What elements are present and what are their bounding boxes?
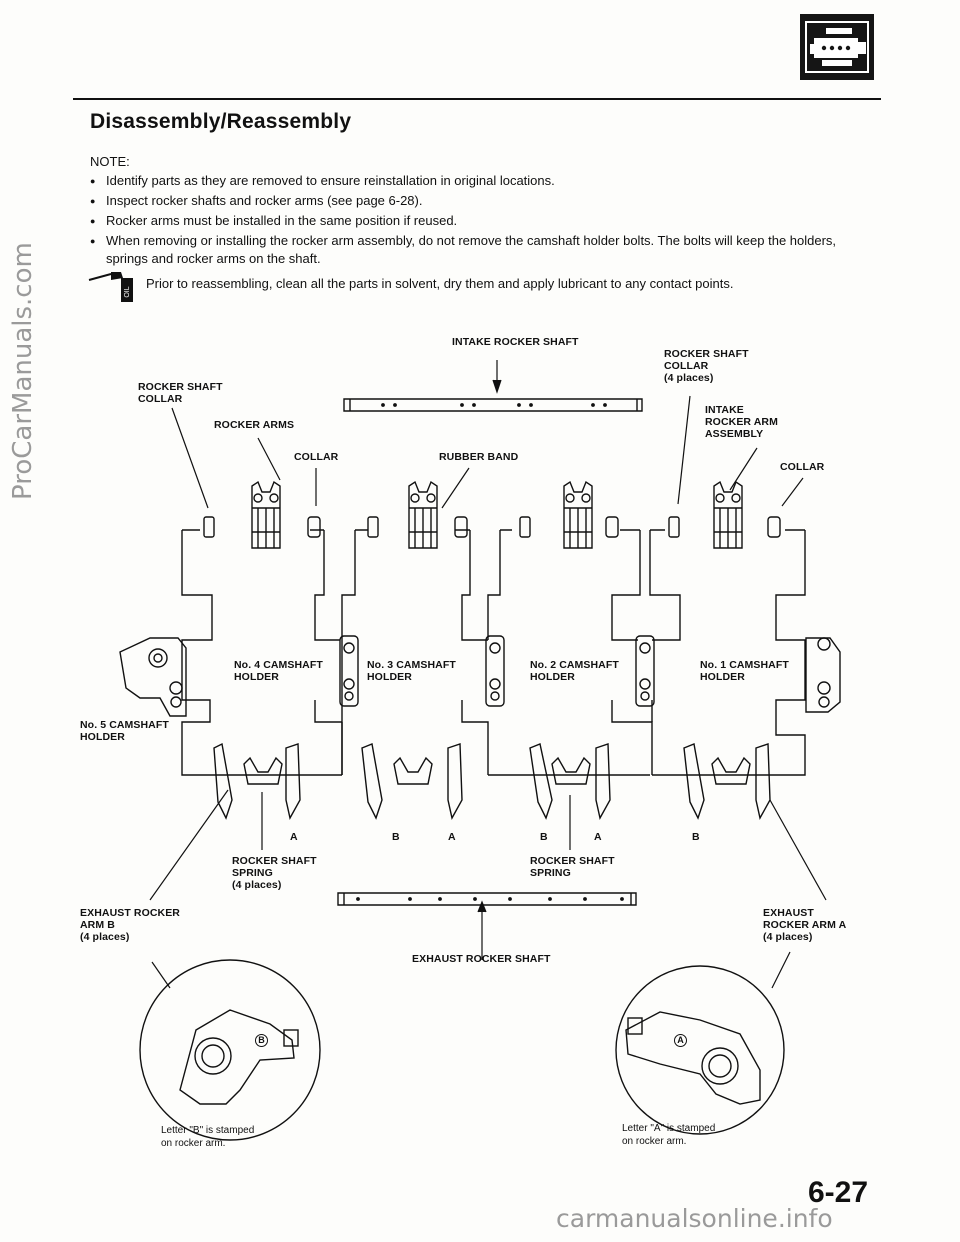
lubricant-oil-can-icon: OIL xyxy=(87,270,135,302)
stamp-mark-a: A xyxy=(674,1034,687,1047)
intake-rocker-shaft xyxy=(343,398,643,412)
label-letter-b: B xyxy=(540,831,548,843)
label-spring-left: ROCKER SHAFT SPRING (4 places) xyxy=(232,855,317,891)
note-heading: NOTE: xyxy=(90,154,130,169)
label-collar-right: COLLAR xyxy=(780,461,825,473)
label-collar-left: COLLAR xyxy=(294,451,339,463)
label-holder-4: No. 4 CAMSHAFT HOLDER xyxy=(234,659,323,683)
label-exhaust-arm-a: EXHAUST ROCKER ARM A (4 places) xyxy=(763,907,847,943)
note-item: Inspect rocker shafts and rocker arms (s… xyxy=(90,192,880,210)
svg-text:OIL: OIL xyxy=(124,286,131,297)
note-item: Rocker arms must be installed in the sam… xyxy=(90,212,880,230)
assembly-outline xyxy=(181,529,806,776)
label-letter-a: A xyxy=(448,831,456,843)
label-letter-a: A xyxy=(594,831,602,843)
caption-stamp-a: Letter "A" is stamped on rocker arm. xyxy=(622,1123,716,1147)
label-letter-a: A xyxy=(290,831,298,843)
label-spring-center: ROCKER SHAFT SPRING xyxy=(530,855,615,879)
label-exhaust-arm-b: EXHAUST ROCKER ARM B (4 places) xyxy=(80,907,180,943)
label-letter-b: B xyxy=(392,831,400,843)
note-item: Identify parts as they are removed to en… xyxy=(90,172,880,190)
page-title: Disassembly/Reassembly xyxy=(90,110,352,133)
caption-stamp-b: Letter "B" is stamped on rocker arm. xyxy=(161,1125,255,1149)
camshaft-holders xyxy=(119,635,841,717)
label-rocker-shaft-collar-right: ROCKER SHAFT COLLAR (4 places) xyxy=(664,348,749,384)
note-item: When removing or installing the rocker a… xyxy=(90,232,880,268)
footer-watermark: carmanualsonline.info xyxy=(556,1204,833,1233)
exhaust-rocker-arms xyxy=(213,742,771,820)
label-holder-3: No. 3 CAMSHAFT HOLDER xyxy=(367,659,456,683)
engine-section-icon xyxy=(800,14,874,80)
label-holder-1: No. 1 CAMSHAFT HOLDER xyxy=(700,659,789,683)
label-holder-5: No. 5 CAMSHAFT HOLDER xyxy=(80,719,169,743)
label-rocker-shaft-collar-left: ROCKER SHAFT COLLAR xyxy=(138,381,223,405)
collars xyxy=(203,516,781,538)
detail-circle-a xyxy=(615,965,785,1135)
label-holder-2: No. 2 CAMSHAFT HOLDER xyxy=(530,659,619,683)
label-exhaust-rocker-shaft: EXHAUST ROCKER SHAFT xyxy=(412,953,551,965)
note-list: Identify parts as they are removed to en… xyxy=(90,172,880,270)
detail-circle-b xyxy=(139,959,321,1141)
header-rule xyxy=(73,98,881,100)
exhaust-rocker-shaft xyxy=(337,892,637,906)
label-intake-rocker-shaft: INTAKE ROCKER SHAFT xyxy=(452,336,579,348)
label-intake-rocker-arm-assembly: INTAKE ROCKER ARM ASSEMBLY xyxy=(705,404,778,440)
intake-rocker-arm-assemblies xyxy=(251,480,743,549)
label-letter-b: B xyxy=(692,831,700,843)
label-rubber-band: RUBBER BAND xyxy=(439,451,519,463)
page-number: 6-27 xyxy=(808,1176,869,1209)
lubrication-tip: Prior to reassembling, clean all the par… xyxy=(146,276,734,291)
leader-lines xyxy=(149,360,827,989)
stamp-mark-b: B xyxy=(255,1034,268,1047)
label-rocker-arms: ROCKER ARMS xyxy=(214,419,295,431)
